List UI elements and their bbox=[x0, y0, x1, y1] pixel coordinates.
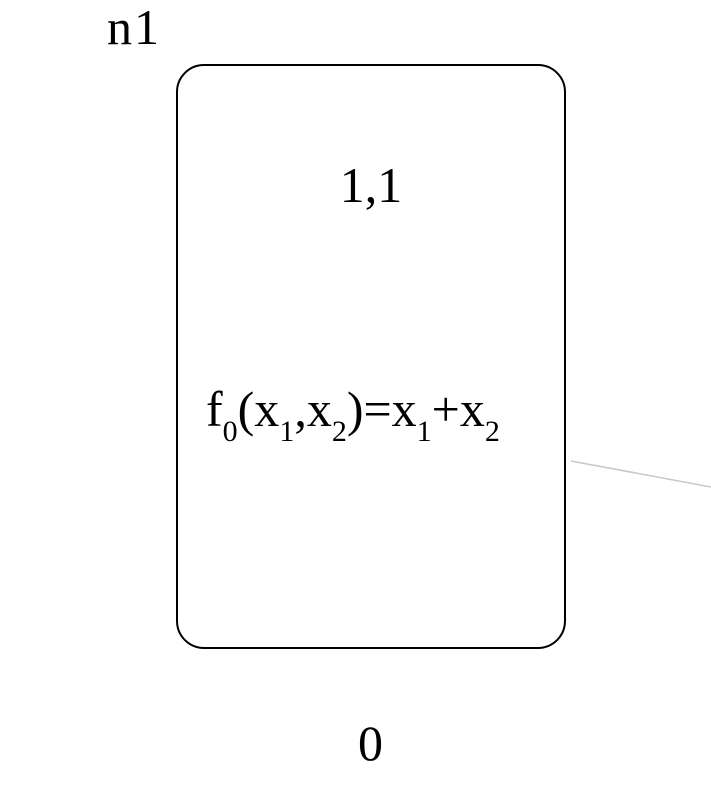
node-id-label: n1 bbox=[107, 0, 161, 55]
function-rhs1-subscript: 1 bbox=[416, 415, 432, 448]
function-arg-open: (x bbox=[237, 381, 280, 437]
function-name: f bbox=[206, 381, 223, 437]
node-box[interactable]: 1,1 f0(x1,x2)=x1+x2 bbox=[176, 64, 566, 649]
function-equals: )=x bbox=[346, 381, 417, 437]
node-output-label: 0 bbox=[358, 715, 383, 771]
node-coords-label: 1,1 bbox=[339, 157, 403, 213]
function-arg1-subscript: 1 bbox=[279, 415, 295, 448]
function-arg-separator: ,x bbox=[294, 381, 332, 437]
node-function-label: f0(x1,x2)=x1+x2 bbox=[206, 381, 500, 448]
function-name-subscript: 0 bbox=[222, 415, 238, 448]
function-arg2-subscript: 2 bbox=[331, 415, 347, 448]
function-rhs2-subscript: 2 bbox=[484, 415, 500, 448]
function-plus: +x bbox=[431, 381, 485, 437]
